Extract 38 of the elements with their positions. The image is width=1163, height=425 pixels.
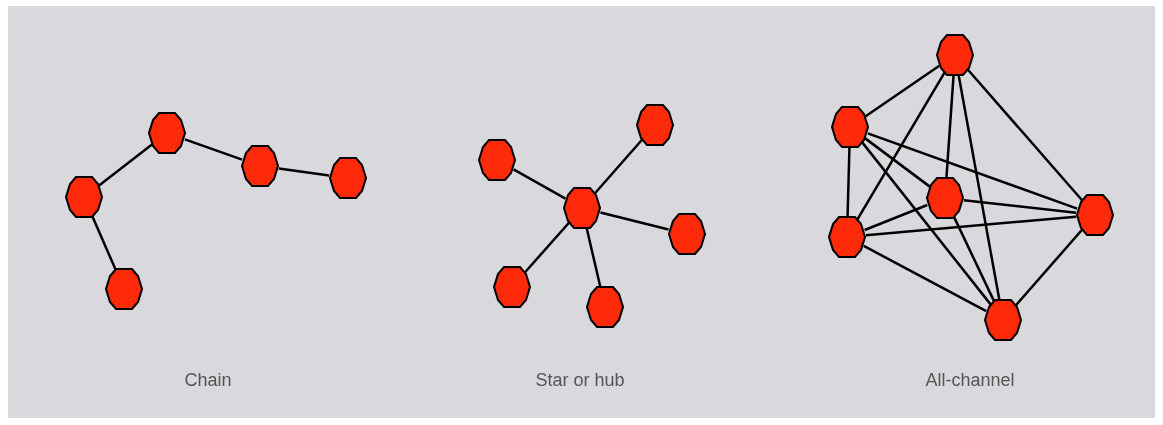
connector-line <box>278 167 330 177</box>
connector-line <box>864 64 941 118</box>
connector-line <box>593 138 644 195</box>
network-node <box>831 106 869 148</box>
network-node <box>936 34 974 76</box>
connector-line <box>1014 228 1084 307</box>
network-node <box>586 286 624 328</box>
connector-line <box>512 168 567 200</box>
connector-line <box>864 203 928 232</box>
network-node <box>1076 194 1114 236</box>
connector-line <box>963 198 1077 215</box>
network-node <box>636 104 674 146</box>
network-node <box>478 139 516 181</box>
connector-line <box>523 221 571 274</box>
connector-line <box>855 70 947 222</box>
connector-line <box>600 211 669 231</box>
network-caption: All-channel <box>925 370 1015 391</box>
network-node <box>984 299 1022 341</box>
network-node <box>105 268 143 310</box>
network-node <box>65 176 103 218</box>
connector-line <box>867 132 1078 210</box>
network-node <box>493 266 531 308</box>
connector-line <box>98 143 153 187</box>
connector-line <box>863 244 987 313</box>
connector-line <box>184 138 243 161</box>
network-caption: Star or hub <box>535 370 625 391</box>
network-node <box>563 187 601 229</box>
connector-line <box>966 68 1084 202</box>
network-caption: Chain <box>184 370 232 391</box>
network-node <box>828 216 866 258</box>
network-node <box>241 145 279 187</box>
network-node <box>926 177 964 219</box>
connector-line <box>860 141 993 306</box>
network-node <box>329 157 367 199</box>
network-node <box>148 112 186 154</box>
connector-line <box>865 215 1077 237</box>
connector-line <box>864 137 931 188</box>
network-node <box>668 213 706 255</box>
